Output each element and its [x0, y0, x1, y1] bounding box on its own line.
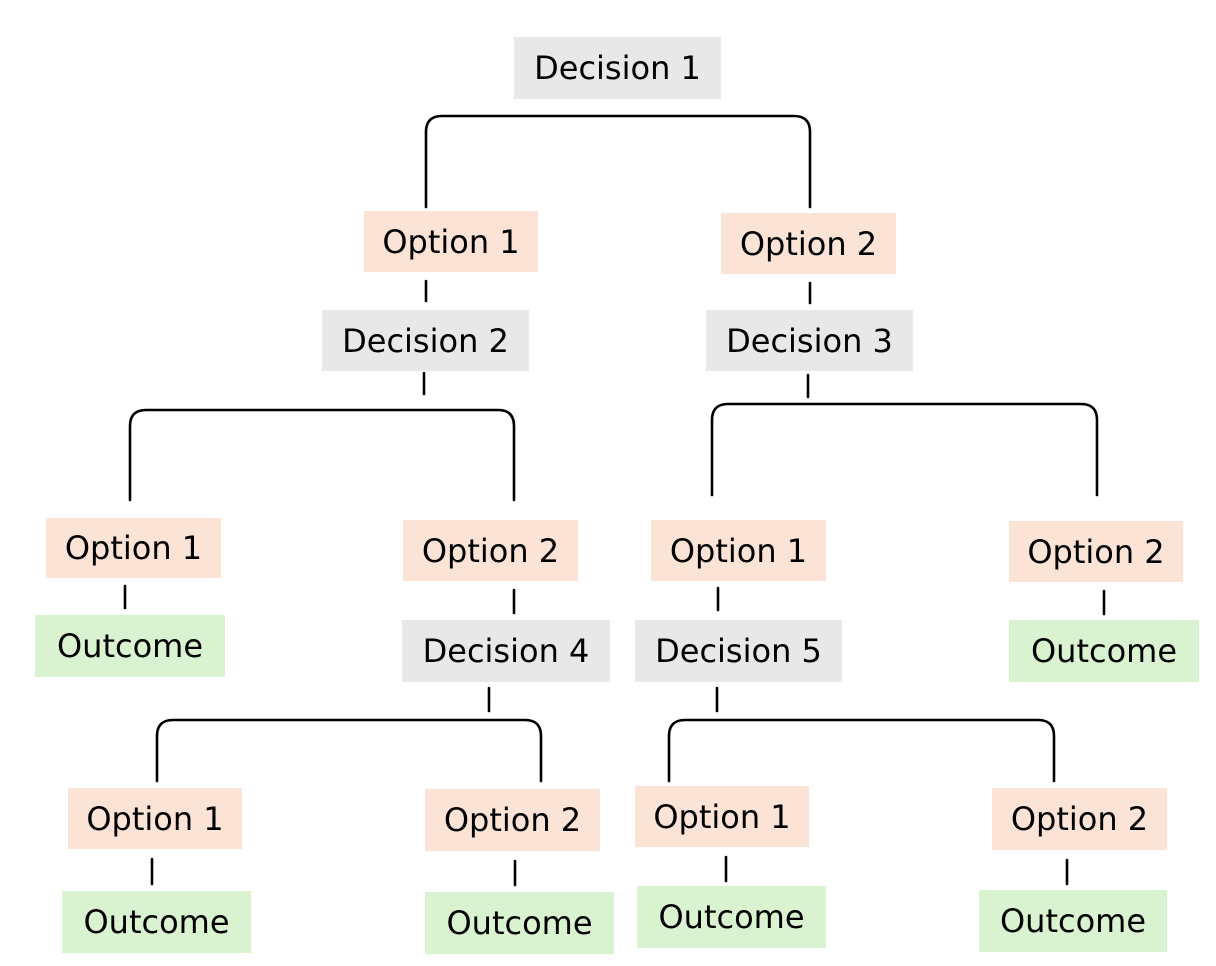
decision-5-node: Decision 5 [635, 620, 842, 682]
decision-4-option-1-node: Option 1 [68, 788, 242, 849]
branch-decision-3 [710, 402, 1099, 497]
decision-5-option-1-outcome-node: Outcome [637, 886, 826, 948]
decision-2-node: Decision 2 [322, 310, 529, 371]
decision-2-option-2-node: Option 2 [403, 520, 578, 581]
decision-3-option-1-node: Option 1 [651, 520, 826, 581]
decision-4-node: Decision 4 [402, 620, 610, 682]
decision-3-option-2-outcome-node: Outcome [1009, 620, 1199, 682]
decision-4-option-2-node: Option 2 [425, 789, 600, 851]
branch-decision-4 [155, 718, 543, 783]
decision-5-option-2-node: Option 2 [992, 788, 1167, 850]
decision-2-option-1-node: Option 1 [46, 518, 221, 578]
branch-decision-1 [424, 114, 812, 209]
decision-4-option-1-outcome-node: Outcome [62, 891, 251, 953]
decision-1-option-1-node: Option 1 [364, 211, 538, 272]
decision-3-option-2-node: Option 2 [1009, 521, 1183, 582]
decision-2-option-1-outcome-node: Outcome [35, 615, 225, 677]
branch-decision-2 [128, 408, 516, 502]
branch-decision-5 [667, 718, 1056, 783]
decision-1-option-2-node: Option 2 [721, 213, 896, 274]
decision-5-option-2-outcome-node: Outcome [979, 890, 1167, 952]
decision-1-node: Decision 1 [514, 37, 721, 99]
decision-5-option-1-node: Option 1 [635, 786, 809, 847]
decision-3-node: Decision 3 [706, 310, 913, 371]
decision-4-option-2-outcome-node: Outcome [425, 892, 614, 954]
